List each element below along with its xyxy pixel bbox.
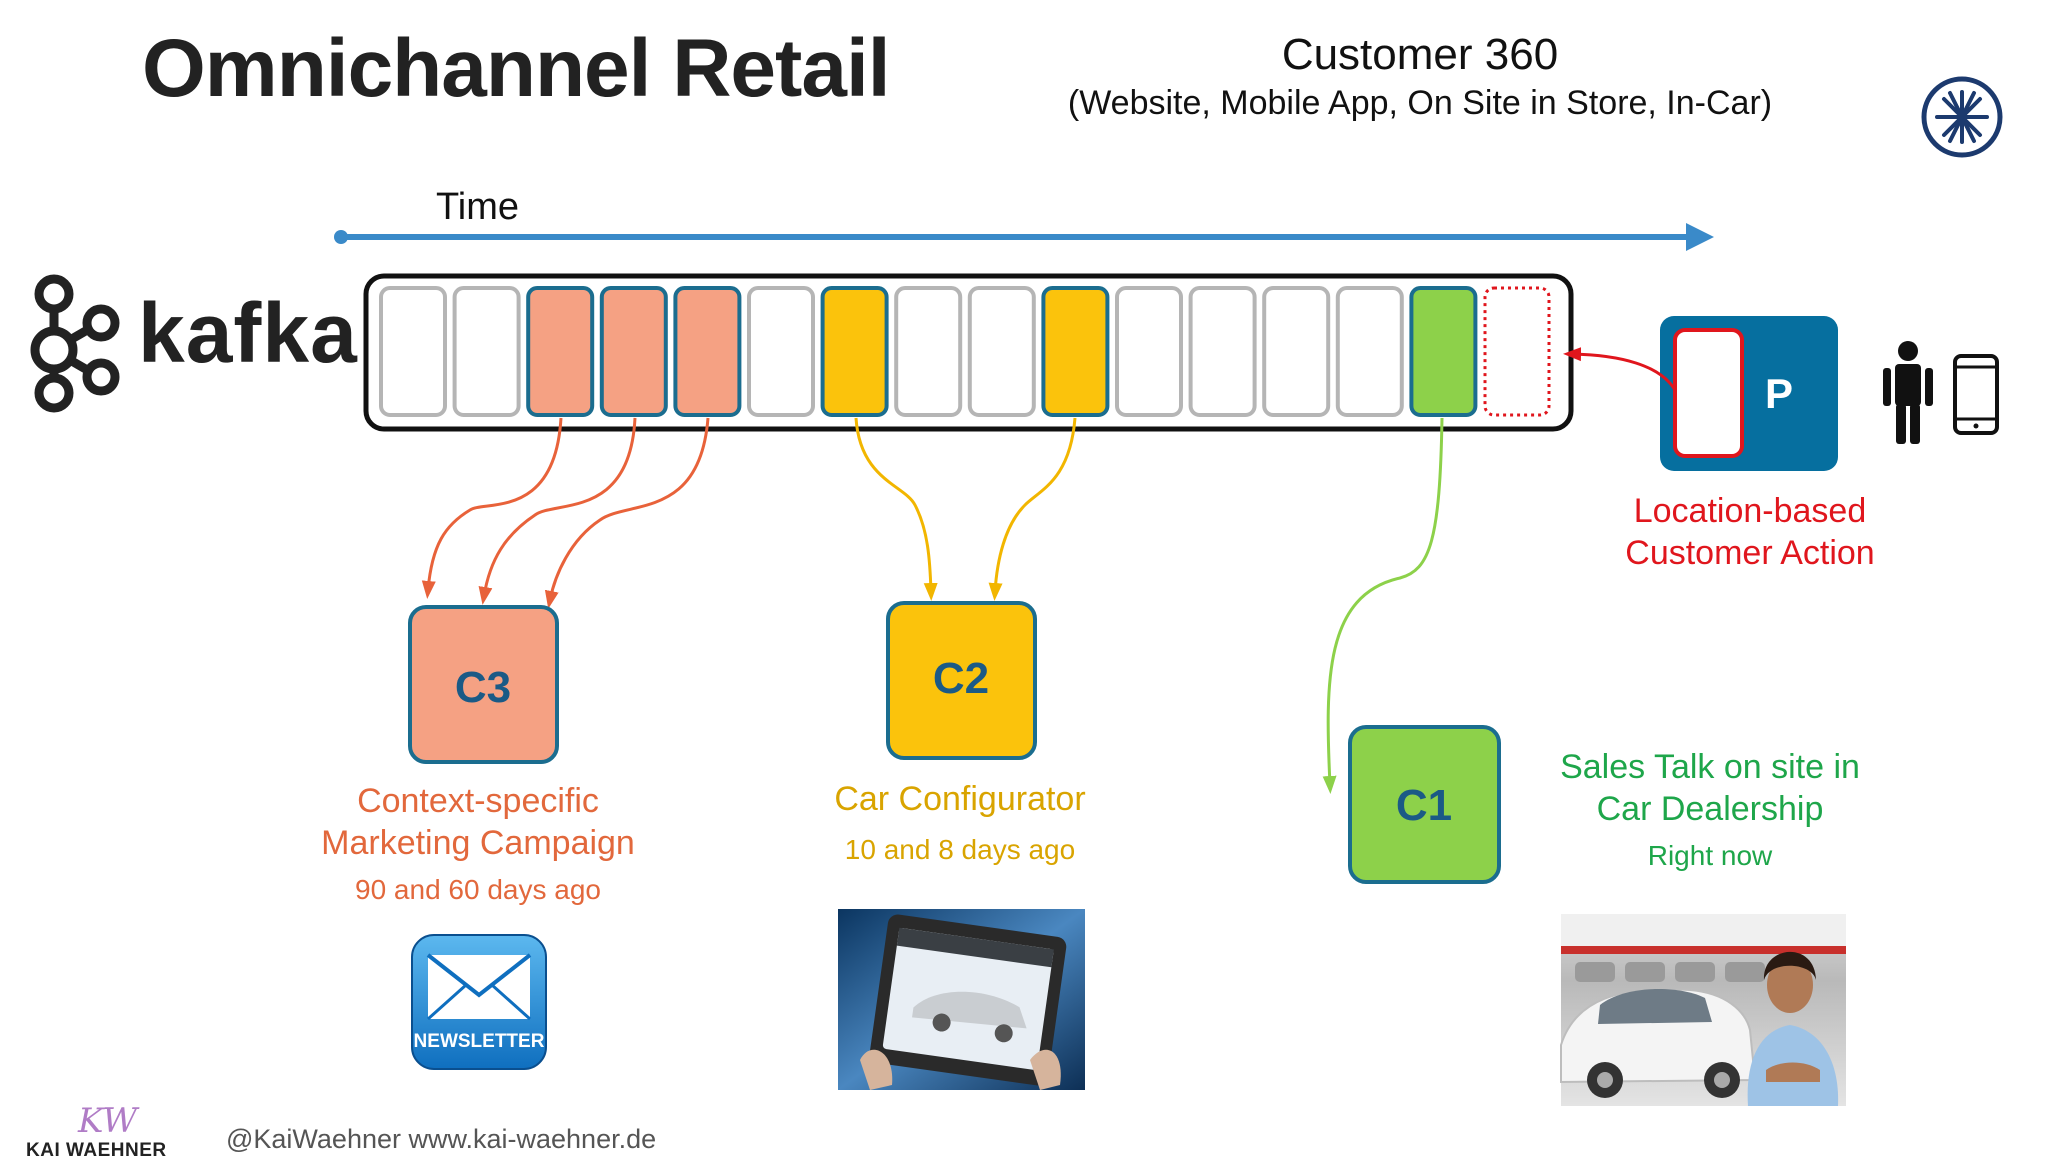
consumer-c2: C2 (886, 601, 1037, 760)
person-icon (1883, 341, 1933, 444)
topic-cell-empty (1335, 286, 1404, 417)
c1-label: C1 (1396, 781, 1452, 830)
consumer-c3: C3 (408, 605, 559, 764)
topic-cell-empty (1188, 286, 1257, 417)
topic-cell-salmon (673, 286, 742, 417)
topic-cell-yellow (820, 286, 889, 417)
mobile-phone-icon (1953, 354, 1999, 435)
c1-title-line1: Sales Talk on site in (1560, 748, 1860, 786)
topic-cell-green (1409, 286, 1478, 417)
c1-title-line2: Car Dealership (1596, 790, 1824, 828)
c1-subtitle: Right now (1647, 840, 1773, 871)
c2-arrows (854, 417, 1077, 601)
c3-label: C3 (455, 663, 511, 712)
c1-arrow (1322, 417, 1444, 794)
topic-cells (379, 286, 1551, 417)
topic-cell-salmon (526, 286, 595, 417)
consumer-c1: C1 (1348, 725, 1501, 884)
topic-cell-pending (1483, 286, 1551, 417)
kai-waehner-logo-text: KAI WAEHNER (26, 1140, 167, 1161)
car-configurator-image (838, 909, 1085, 1090)
location-action-line2: Customer Action (1625, 534, 1875, 572)
topic-cell-empty (379, 286, 447, 417)
c3-title-line2: Marketing Campaign (321, 824, 635, 862)
topic-cell-empty (1115, 286, 1183, 417)
c2-label: C2 (933, 654, 989, 703)
topic-cell-empty (1262, 286, 1331, 417)
producer-arrow (1563, 347, 1677, 391)
topic-cell-yellow (1041, 286, 1110, 417)
producer-label: P (1765, 370, 1793, 417)
newsletter-icon: NEWSLETTER (411, 934, 547, 1070)
c3-description: Context-specific Marketing Campaign (268, 780, 688, 864)
topic-cell-empty (967, 286, 1036, 417)
page-title: Omnichannel Retail (142, 23, 891, 114)
c3-arrows (421, 417, 710, 609)
kafka-wordmark: kafka (138, 286, 358, 380)
newsletter-label: NEWSLETTER (414, 1031, 545, 1052)
footer-handle: @KaiWaehner www.kai-waehner.de (226, 1124, 657, 1154)
customer-360-header: Customer 360 (Website, Mobile App, On Si… (1030, 30, 1810, 123)
time-label: Time (436, 186, 520, 228)
kai-waehner-logo-icon: KW (77, 1101, 140, 1141)
c2-subtitle: 10 and 8 days ago (844, 834, 1076, 865)
confluent-logo-icon (1921, 76, 2003, 158)
topic-cell-empty (894, 286, 963, 417)
kafka-logo-icon (30, 274, 120, 413)
c3-subtitle: 90 and 60 days ago (355, 874, 601, 905)
kw-logo-mark: KW (77, 1101, 140, 1141)
c3-title-line1: Context-specific (357, 782, 599, 820)
c2-title: Car Configurator (834, 780, 1086, 818)
location-action-line1: Location-based (1633, 492, 1867, 530)
topic-cell-salmon (599, 286, 668, 417)
customer-360-title: Customer 360 (1281, 30, 1559, 79)
topic-cell-empty (452, 286, 521, 417)
customer-360-subtitle: (Website, Mobile App, On Site in Store, … (1067, 84, 1773, 122)
car-dealership-image (1560, 914, 1846, 1106)
topic-cell-empty (747, 286, 815, 417)
c1-description: Sales Talk on site in Car Dealership (1500, 746, 1920, 830)
location-based-action-label: Location-based Customer Action (1540, 490, 1960, 574)
time-arrow (334, 223, 1714, 251)
producer-box: P (1660, 316, 1838, 471)
